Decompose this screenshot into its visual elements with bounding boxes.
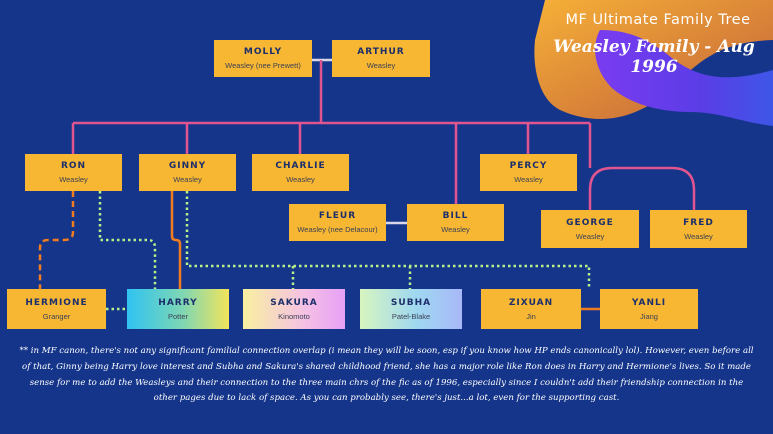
person-percy[interactable]: PERCY Weasley — [480, 154, 577, 191]
person-surname: Weasley — [173, 175, 202, 184]
person-george[interactable]: GEORGE Weasley — [541, 210, 639, 248]
person-charlie[interactable]: CHARLIE Weasley — [252, 154, 349, 191]
banner-subtitle: Weasley Family - Aug 1996 — [553, 37, 755, 77]
person-surname: Weasley — [441, 225, 470, 234]
person-name: PERCY — [509, 161, 548, 171]
person-ginny[interactable]: GINNY Weasley — [139, 154, 236, 191]
person-surname: Weasley — [59, 175, 88, 184]
person-ron[interactable]: RON Weasley — [25, 154, 122, 191]
person-name: YANLI — [631, 297, 667, 308]
person-name: GEORGE — [566, 217, 614, 228]
person-surname: Weasley — [575, 231, 605, 241]
family-line-twins-arc — [588, 166, 696, 210]
person-name: MOLLY — [243, 47, 283, 57]
person-surname: Jiang — [640, 311, 658, 321]
person-name: GINNY — [168, 161, 207, 171]
person-fred[interactable]: FRED Weasley — [650, 210, 747, 248]
person-zixuan[interactable]: ZIXUAN Jin — [481, 289, 581, 329]
person-surname: Patel-Blake — [391, 311, 431, 321]
person-surname: Weasley — [366, 61, 396, 70]
person-name: ZIXUAN — [508, 297, 554, 308]
friendship-line-ron-harry — [98, 191, 157, 289]
person-name: HERMIONE — [25, 297, 88, 308]
romance-line-ginny-harry — [170, 191, 182, 289]
person-yanli[interactable]: YANLI Jiang — [600, 289, 698, 329]
person-bill[interactable]: BILL Weasley — [407, 204, 504, 241]
person-surname: Weasley — [684, 231, 713, 241]
banner-shape-purple — [595, 30, 773, 126]
person-surname: Jin — [526, 311, 536, 321]
person-surname: Weasley — [514, 175, 543, 184]
person-name: ARTHUR — [357, 47, 405, 57]
person-surname: Kinomoto — [278, 311, 310, 321]
person-harry[interactable]: HARRY Potter — [127, 289, 229, 329]
person-name: RON — [60, 161, 87, 171]
person-name: HARRY — [158, 297, 198, 308]
person-surname: Weasley (nee Prewett) — [225, 61, 301, 70]
footnote-text: ** in MF canon, there's not any signific… — [19, 346, 754, 404]
person-name: FRED — [683, 217, 714, 228]
person-name: SUBHA — [390, 297, 432, 308]
romance-line-ron-hermione — [38, 191, 75, 289]
person-name: FLEUR — [318, 211, 357, 221]
person-surname: Granger — [42, 311, 71, 321]
person-hermione[interactable]: HERMIONE Granger — [7, 289, 106, 329]
person-fleur[interactable]: FLEUR Weasley (nee Delacour) — [289, 204, 386, 241]
person-surname: Potter — [167, 311, 188, 321]
person-sakura[interactable]: SAKURA Kinomoto — [243, 289, 345, 329]
person-name: CHARLIE — [275, 161, 326, 171]
person-name: BILL — [442, 211, 469, 221]
person-name: SAKURA — [270, 297, 318, 308]
friendship-line-ginny-network — [185, 191, 591, 289]
person-molly[interactable]: MOLLY Weasley (nee Prewett) — [214, 40, 312, 77]
person-subha[interactable]: SUBHA Patel-Blake — [360, 289, 462, 329]
person-surname: Weasley (nee Delacour) — [297, 225, 378, 234]
person-arthur[interactable]: ARTHUR Weasley — [332, 40, 430, 77]
person-surname: Weasley — [286, 175, 315, 184]
banner-title: MF Ultimate Family Tree — [565, 12, 751, 28]
